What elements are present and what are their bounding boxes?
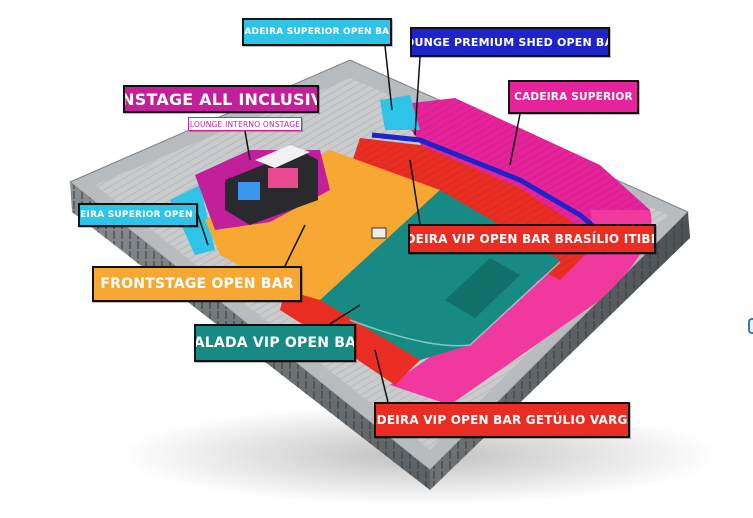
zone-lounge-premium-shed <box>371 132 612 242</box>
stage-screen-left <box>238 182 260 200</box>
label-onstage-all-inclusive: ONSTAGE ALL INCLUSIVE <box>123 85 319 113</box>
pitch-line <box>349 261 561 347</box>
label-lounge-interno-onstage: LOUNGE INTERNO ONSTAGE <box>188 117 302 131</box>
stage-roof <box>255 145 310 168</box>
zone-balada-vip-inner <box>445 258 520 318</box>
label-balada-vip-open-bar: BALADA VIP OPEN BAR <box>194 324 356 362</box>
zone-pink-ring <box>390 210 652 405</box>
label-frontstage-open-bar: FRONTSTAGE OPEN BAR <box>92 266 302 302</box>
label-cadeira-superior-open-bar-left: CADEIRA SUPERIOR OPEN BAR <box>78 203 198 227</box>
label-lounge-premium-shed-open-bar: LOUNGE PREMIUM SHED OPEN BAR <box>410 27 610 57</box>
carousel-next-handle[interactable] <box>748 318 753 334</box>
label-cadeira-vip-open-bar-getulio-vargas: CADEIRA VIP OPEN BAR GETÚLIO VARGAS <box>374 402 630 438</box>
mixing-desk <box>371 227 387 239</box>
label-cadeira-vip-open-bar-brasilio-itibere: CADEIRA VIP OPEN BAR BRASÍLIO ITIBERÊ <box>408 224 656 254</box>
label-cadeira-superior-open-bar-top: CADEIRA SUPERIOR OPEN BAR <box>242 18 392 46</box>
label-cadeira-superior: CADEIRA SUPERIOR <box>508 80 639 114</box>
stage-screen-right <box>268 168 298 188</box>
